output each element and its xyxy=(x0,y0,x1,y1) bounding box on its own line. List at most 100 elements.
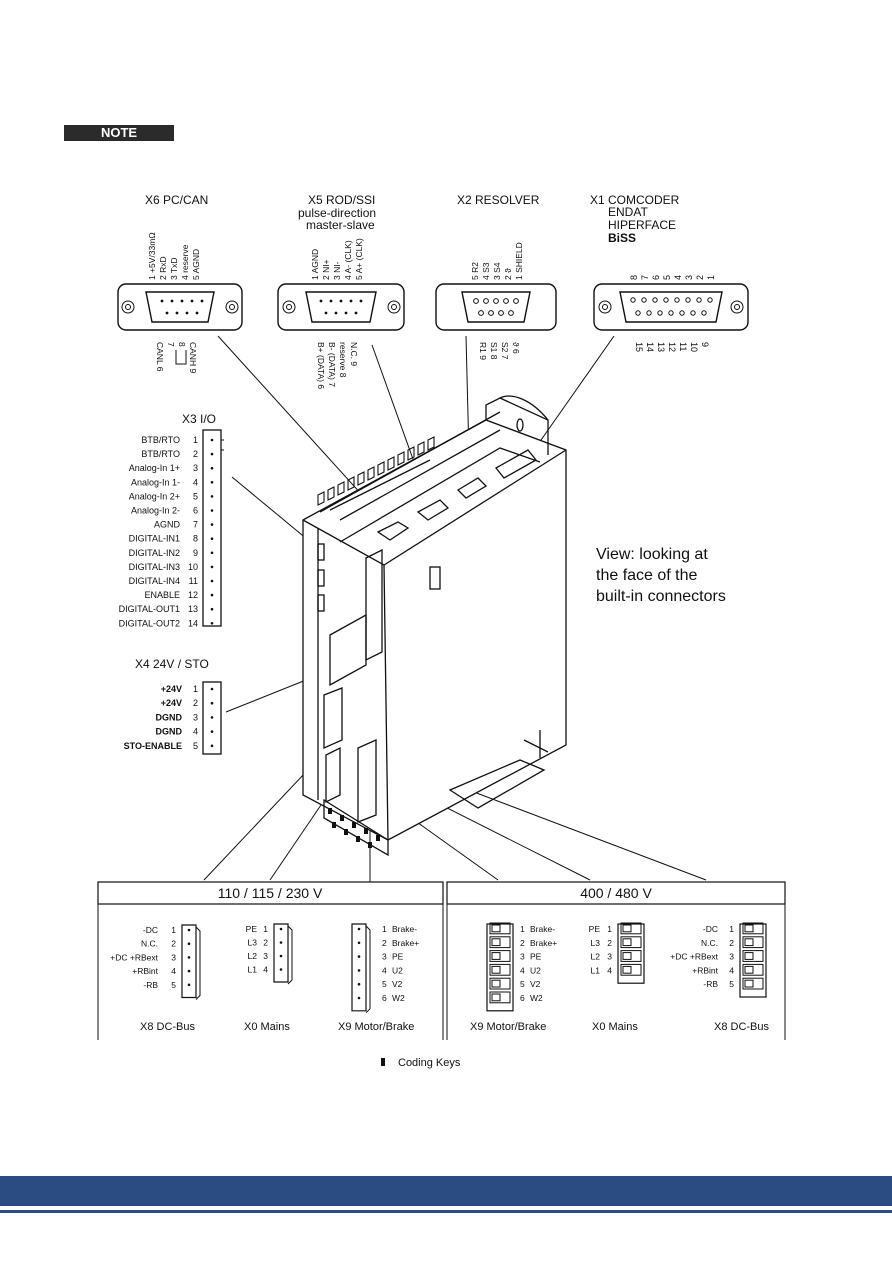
x5-top-pin-5: 5 A+ (CLK) xyxy=(354,238,364,280)
x5-top-pin-4: 4 A- (CLK) xyxy=(343,240,353,280)
x2-dsub xyxy=(435,283,557,331)
lv-x9-r-number-3: 3 xyxy=(382,952,387,962)
lv-x8-caption: X8 DC-Bus xyxy=(140,1021,196,1033)
x5-top-pin-1: 1 AGND xyxy=(310,249,320,280)
x3-pin-number-5: 5 xyxy=(193,491,198,501)
x1-dsub xyxy=(593,283,749,331)
x2-top-pin-5: 1 SHIELD xyxy=(514,242,524,280)
x2-bottom-pin-8: S2 7 xyxy=(500,342,510,360)
x6-top-pin-4: 4 reserve xyxy=(180,244,190,280)
x3-pin-label-7: AGND xyxy=(154,520,181,530)
lv-x0-number-3: 3 xyxy=(263,951,268,961)
coding-key-icon xyxy=(381,1058,385,1066)
x4-title: X4 24V / STO xyxy=(135,657,209,671)
lv-x8-label-1: -DC xyxy=(143,925,158,935)
x4-pin-label-4: DGND xyxy=(156,727,183,737)
x1-top-pin-8: 8 xyxy=(629,275,639,280)
x4-pin-label-3: DGND xyxy=(156,712,183,722)
hv-x9-label-3: PE xyxy=(530,952,542,962)
x3-pin-dot xyxy=(210,466,214,470)
hv-x8-label-1: -DC xyxy=(703,924,718,934)
x6-top-pin-2: 2 RxD xyxy=(158,256,168,280)
note-badge: NOTE xyxy=(64,125,174,141)
x6-title: X6 PC/CAN xyxy=(145,193,208,207)
hv-x0-label-1: PE xyxy=(589,924,601,934)
x5-title: X5 ROD/SSI xyxy=(308,193,375,207)
hv-x8-number-4: 4 xyxy=(729,965,734,975)
x6-bottom-pin-9: CANH 9 xyxy=(188,342,198,373)
x3-pin-dot xyxy=(210,565,214,569)
x6-top-pin-1: 1 +5V/33mΩ xyxy=(147,232,157,280)
x3-pin-number-12: 12 xyxy=(188,590,198,600)
hv-x0-number-4: 4 xyxy=(607,965,612,975)
x1-top-pin-1: 1 xyxy=(706,275,716,280)
hv-x9-label-2: Brake+ xyxy=(530,938,557,948)
x3-pin-label-12: ENABLE xyxy=(144,590,180,600)
x4-pin-label-5: STO-ENABLE xyxy=(124,741,182,751)
hv-x8-caption: X8 DC-Bus xyxy=(714,1021,770,1033)
x3-pin-label-11: DIGITAL-IN4 xyxy=(129,576,180,586)
x4-pin-dot xyxy=(210,716,214,719)
lv-x9-r-label-6: W2 xyxy=(392,993,405,1003)
x3-pin-dot xyxy=(210,622,214,625)
x4-pin-label-1: +24V xyxy=(161,684,182,694)
x4-pin-number-1: 1 xyxy=(193,684,198,694)
x1-top-pin-4: 4 xyxy=(673,275,683,280)
x2-top-pin-2: 4 S3 xyxy=(481,262,491,280)
lv-x0-number-2: 2 xyxy=(263,938,268,948)
lv-x9-r-label-5: V2 xyxy=(392,979,403,989)
high-voltage-section: 400 / 480 V xyxy=(446,881,786,1040)
high-voltage-header: 400 / 480 V xyxy=(580,885,652,901)
x5-dsub xyxy=(277,283,405,331)
lv-x0-label-1: PE xyxy=(246,924,258,934)
lv-x9-r-label-1: Brake- xyxy=(392,924,417,934)
hv-x8-label-5: -RB xyxy=(703,979,718,989)
x3-pin-dot xyxy=(210,607,214,611)
x5-bottom-pin-7: B- (DATA) 7 xyxy=(327,342,337,387)
x3-pin-label-6: Analog-In 2- xyxy=(131,506,180,516)
hv-x0-label-4: L1 xyxy=(591,965,601,975)
x2-bottom-pin-6: R1 9 xyxy=(478,342,488,360)
x3-pin-dot xyxy=(210,579,214,583)
x2-bottom-pin-9: ϑ 6 xyxy=(511,342,521,354)
x1-top-pin-6: 6 xyxy=(651,275,661,280)
lv-x9-r-label-2: Brake+ xyxy=(392,938,419,948)
x5-subtitle1: pulse-direction xyxy=(298,206,376,220)
lv-x0-label-3: L2 xyxy=(248,951,258,961)
x4-pin-number-2: 2 xyxy=(193,698,198,708)
x1-title-line-3: HIPERFACE xyxy=(608,218,676,232)
x1-title-line-2: ENDAT xyxy=(608,205,648,219)
hv-x9-label-4: U2 xyxy=(530,965,541,975)
footer-band xyxy=(0,1176,892,1206)
x1-top-pin-2: 2 xyxy=(695,275,705,280)
hv-x9-number-3: 3 xyxy=(520,952,525,962)
x3-pin-dot xyxy=(210,523,214,526)
x4-pin-dot xyxy=(210,687,214,691)
x3-pin-number-10: 10 xyxy=(188,562,198,572)
x3-pin-number-2: 2 xyxy=(193,449,198,459)
hv-x0-number-1: 1 xyxy=(607,924,612,934)
x3-pin-number-14: 14 xyxy=(188,618,198,628)
x5-top-pin-3: 3 NI- xyxy=(332,261,342,280)
x3-pin-label-10: DIGITAL-IN3 xyxy=(129,562,180,572)
x5-subtitle2: master-slave xyxy=(306,218,375,232)
x3-pin-number-11: 11 xyxy=(189,576,198,586)
lv-x9-r-number-6: 6 xyxy=(382,993,387,1003)
x1-bottom-pin-12: 12 xyxy=(667,342,677,352)
x3-pin-number-8: 8 xyxy=(193,534,198,544)
lv-x8-label-2: N.C. xyxy=(141,939,158,949)
view-caption-line-3: built-in connectors xyxy=(596,588,726,605)
x1-bottom-pin-13: 13 xyxy=(656,342,666,352)
x2-top-pin-1: 5 R2 xyxy=(470,262,480,280)
lv-x8-number-1: 1 xyxy=(171,925,176,935)
